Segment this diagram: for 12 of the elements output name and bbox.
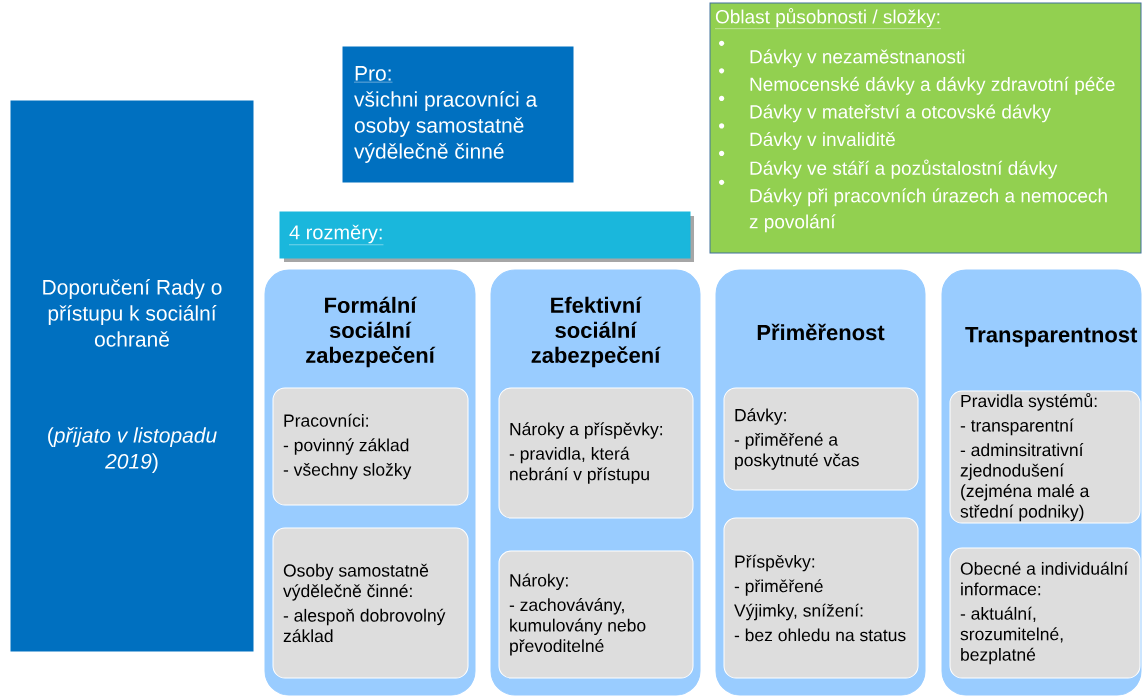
requirement-box: Nároky: - zachovávány, kumulovány nebo převoditelné: [498, 550, 694, 679]
council-recommendation-box: Doporučení Rady o přístupu k sociální ochraně (přijato v listopadu 2019): [9, 99, 255, 653]
requirement-box: Nároky a příspěvky: - pravidla, která nebrání v přístupu: [498, 387, 694, 519]
requirement-box: Příspěvky: - přiměřené Výjimky, snížení: - bez ohledu na status: [723, 517, 919, 679]
requirement-box: Pracovníci: - povinný základ - všechny složky: [272, 387, 469, 506]
requirement-box: Obecné a individuální informace: - aktuální, srozumitelné, bezplatné: [949, 547, 1141, 679]
benefits-list-box: Oblast působnosti / složky: Dávky v nezaměstnanosti Nemocenské dávky a dávky zdravotní péče Dávky v mateřství a otcovské dávky Dávky v invaliditě Dávky ve stáří a pozůstalostní dávky Dávky při pracovních úrazech a nemocech z povolání: [709, 2, 1142, 254]
scope-persons-box: Pro: všichni pracovníci a osoby samostatně výdělečně činné: [342, 46, 574, 183]
requirement-box: Osoby samostatně výdělečně činné: - alespoň dobrovolný základ: [272, 527, 469, 679]
requirement-box: Dávky: - přiměřené a poskytnuté včas: [723, 387, 919, 491]
dimensions-banner: 4 rozměry:: [279, 211, 694, 262]
requirement-box: Pravidla systémů: - transparentní - adminsitrativní zjednodušení (zejména malé a střední podniky): [949, 390, 1141, 524]
